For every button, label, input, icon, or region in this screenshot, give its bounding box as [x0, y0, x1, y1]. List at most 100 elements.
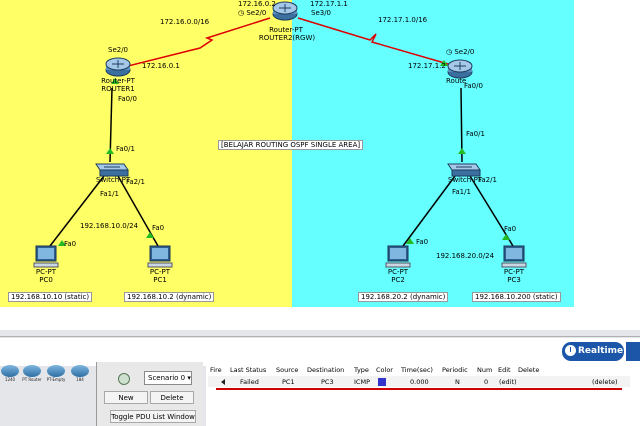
cell-type: ICMP: [354, 378, 370, 386]
router3-port-fa: Fa0/0: [464, 82, 483, 90]
switch-right-port-a: Fa1/1: [452, 188, 471, 196]
col-header-time[interactable]: Time(sec): [401, 366, 433, 374]
router-icon: [1, 365, 19, 377]
pc0-icon: [33, 245, 59, 268]
cell-last-status: Failed: [240, 378, 259, 386]
note-label[interactable]: [BELAJAR ROUTING OSPF SINGLE AREA]: [218, 140, 364, 150]
pc3-type[interactable]: PC-PT: [503, 268, 525, 276]
scenario-info-icon[interactable]: [118, 373, 130, 385]
pc2-port: Fa0: [416, 238, 429, 246]
lan-label-right: 192.168.20.0/24: [436, 252, 495, 260]
pc1-ip: 192.168.10.2 (dynamic): [124, 292, 215, 302]
pc1-port: Fa0: [152, 224, 165, 232]
palette-label: 184: [76, 377, 84, 382]
router3-port-serial: ◷ Se2/0: [446, 48, 475, 56]
router2-type[interactable]: Router-PT: [269, 26, 303, 34]
pc0-ip: 192.168.10.10 (static): [8, 292, 93, 302]
switch-right-icon: [447, 163, 481, 177]
cell-edit-link[interactable]: (edit): [499, 378, 517, 386]
palette-device-184[interactable]: 184: [70, 364, 90, 388]
router1-type[interactable]: Router-PT: [101, 77, 135, 85]
router1-icon: [105, 57, 131, 77]
router2-port-left-text: Se2/0: [246, 9, 267, 17]
router-icon: [23, 365, 41, 377]
router2-port-left: ◷ Se2/0: [238, 9, 267, 17]
router-icon: [47, 365, 65, 377]
col-header-fire[interactable]: Fire: [210, 366, 222, 374]
router1-name[interactable]: ROUTER1: [101, 85, 135, 93]
palette-label: PT Router: [22, 377, 42, 382]
realtime-mode-button[interactable]: Realtime: [562, 342, 624, 361]
switch-right-port-b: Fa2/1: [478, 176, 497, 184]
pc1-icon: [147, 245, 173, 268]
pc3-port: Fa0: [504, 225, 517, 233]
router-icon: [71, 365, 89, 377]
col-header-num[interactable]: Num: [477, 366, 493, 374]
col-header-type[interactable]: Type: [354, 366, 369, 374]
serial-link-r2-r3: [297, 17, 456, 67]
palette-label: PT-Empty: [46, 377, 66, 382]
link-switch-pc2: [402, 175, 456, 247]
switch-left-name[interactable]: Switch-PT: [96, 176, 131, 184]
col-header-delete[interactable]: Delete: [518, 366, 540, 374]
delete-scenario-button[interactable]: Delete: [150, 391, 194, 404]
lan-label-left: 192.168.10.0/24: [80, 222, 139, 230]
col-header-periodic[interactable]: Periodic: [442, 366, 468, 374]
col-header-destination[interactable]: Destination: [307, 366, 345, 374]
cell-color-swatch: [378, 378, 386, 386]
router1-port-serial: Se2/0: [108, 46, 129, 54]
switch-right-name[interactable]: Switch-PT: [448, 176, 483, 184]
cell-time: 0.000: [410, 378, 429, 386]
link-status-lights: [58, 60, 510, 246]
scenario-value: Scenario 0: [148, 374, 186, 382]
pc2-ip: 192.168.20.2 (dynamic): [358, 292, 449, 302]
router3-port-serial-text: Se2/0: [454, 48, 475, 56]
clock-icon: [565, 345, 576, 356]
fire-indicator-icon[interactable]: [221, 379, 225, 385]
col-header-color[interactable]: Color: [376, 366, 393, 374]
router2-ip-right: 172.17.1.1: [310, 0, 348, 8]
col-header-last-status[interactable]: Last Status: [230, 366, 267, 374]
row-underline-annotation: [216, 388, 622, 390]
new-scenario-button[interactable]: New: [104, 391, 148, 404]
col-header-edit[interactable]: Edit: [498, 366, 511, 374]
panel-divider[interactable]: [0, 336, 640, 337]
pc3-ip: 192.168.10.200 (static): [472, 292, 561, 302]
pc1-type[interactable]: PC-PT: [149, 268, 171, 276]
palette-device-pt-empty[interactable]: PT-Empty: [46, 364, 66, 388]
cell-source: PC1: [282, 378, 295, 386]
router3-type[interactable]: Router-PT: [446, 77, 466, 85]
pc2-name[interactable]: PC2: [391, 276, 405, 284]
router3-ip: 172.17.1.2: [408, 62, 446, 70]
col-header-source[interactable]: Source: [276, 366, 299, 374]
table-row[interactable]: [208, 376, 630, 387]
switch-left-icon: [95, 163, 129, 177]
serial-link-r1-r2: [119, 17, 271, 69]
pc0-type[interactable]: PC-PT: [35, 268, 57, 276]
pdu-list-table: [206, 364, 640, 426]
network-label-left: 172.16.0.0/16: [160, 18, 210, 26]
pc2-type[interactable]: PC-PT: [387, 268, 409, 276]
palette-label: 1240: [4, 377, 16, 382]
pc0-port: Fa0: [64, 240, 77, 248]
toggle-pdu-list-button[interactable]: Toggle PDU List Window: [110, 410, 196, 423]
router1-ip: 172.16.0.1: [142, 62, 180, 70]
router2-name[interactable]: ROUTER2(RGW): [258, 34, 316, 42]
chevron-down-icon: ▾: [187, 374, 191, 382]
palette-device-1240[interactable]: 1240: [0, 364, 20, 388]
pc0-name[interactable]: PC0: [39, 276, 53, 284]
simulation-mode-button[interactable]: [626, 342, 640, 361]
cell-delete-link[interactable]: (delete): [592, 378, 618, 386]
scenario-select[interactable]: Scenario 0 ▾: [144, 371, 192, 385]
palette-device-pt-router[interactable]: PT Router: [22, 364, 42, 388]
cyan-area: [292, 0, 574, 307]
link-switch-pc0: [49, 175, 105, 247]
pc2-icon: [385, 245, 411, 268]
cell-periodic: N: [455, 378, 460, 386]
canvas-bottom-margin: [0, 307, 640, 330]
pc3-name[interactable]: PC3: [507, 276, 521, 284]
router3-icon: [447, 59, 473, 79]
pc1-name[interactable]: PC1: [153, 276, 167, 284]
router1-port-fa: Fa0/0: [118, 95, 137, 103]
